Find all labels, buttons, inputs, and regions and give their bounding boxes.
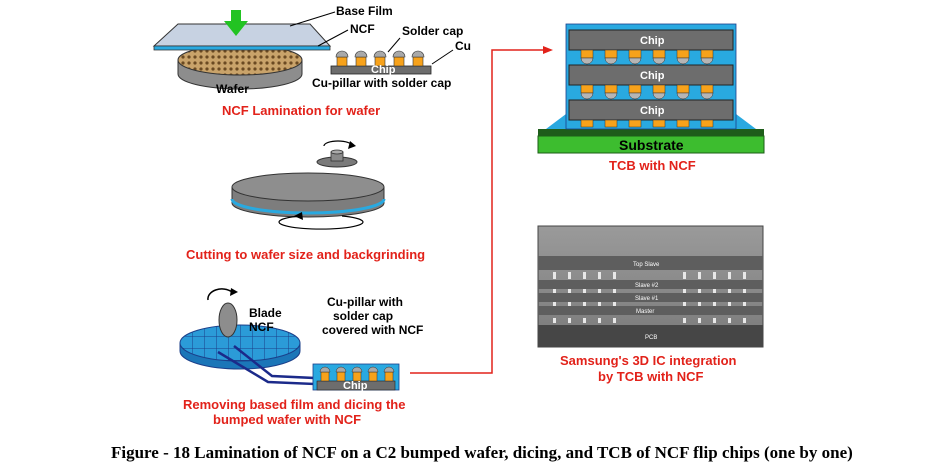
- flow-arrow: [410, 46, 553, 374]
- panel-backgrinding: Cutting to wafer size and backgrinding: [186, 140, 425, 262]
- cu-label: Cu: [455, 39, 471, 53]
- sem-micrograph: Top Slave Slave #2 Slave #1 Master PCB S…: [537, 225, 764, 384]
- caption-tcb: TCB with NCF: [609, 158, 696, 173]
- stack-chip-bottom: Chip: [568, 99, 734, 121]
- base-film-label: Base Film: [336, 4, 393, 18]
- svg-text:Master: Master: [636, 309, 654, 315]
- covered-label-line1: Cu-pillar with: [327, 295, 403, 309]
- svg-text:Top Slave: Top Slave: [633, 262, 660, 268]
- blade-label: Blade: [249, 306, 282, 320]
- svg-text:Slave #1: Slave #1: [635, 296, 659, 302]
- diced-wafer-illustration: [179, 324, 301, 370]
- panel-ncf-lamination: Base Film NCF Wafer Chip: [152, 4, 471, 118]
- wafer-backgrind-illustration: [230, 172, 386, 230]
- substrate-label: Substrate: [619, 137, 684, 153]
- solder-cap-label: Solder cap: [402, 24, 463, 38]
- chip-label: Chip: [371, 64, 396, 76]
- ncf-label-dicing: NCF: [249, 320, 274, 334]
- ncf-covered-chip-cross-section: Chip: [312, 363, 400, 392]
- covered-label-line2: solder cap: [333, 309, 393, 323]
- svg-text:Slave #2: Slave #2: [635, 283, 659, 289]
- caption-micrograph-line2: by TCB with NCF: [598, 369, 703, 384]
- wafer-label: Wafer: [216, 82, 249, 96]
- tcb-stack-diagram: Substrate Chip Chip Chip TCB with NCF: [537, 23, 765, 173]
- base-film-sheet: [152, 23, 332, 51]
- bumped-chip-cross-section: Chip: [330, 50, 432, 76]
- caption-ncf-lamination: NCF Lamination for wafer: [222, 103, 380, 118]
- caption-dicing-line2: bumped wafer with NCF: [213, 412, 361, 427]
- caption-backgrinding: Cutting to wafer size and backgrinding: [186, 247, 425, 262]
- press-arrow-icon: [224, 10, 248, 36]
- caption-micrograph-line1: Samsung's 3D IC integration: [560, 353, 737, 368]
- ncf-label: NCF: [350, 22, 375, 36]
- chip-label-dicing: Chip: [343, 380, 368, 392]
- svg-text:Chip: Chip: [640, 35, 665, 47]
- figure-caption: Figure - 18 Lamination of NCF on a C2 bu…: [111, 443, 853, 462]
- grinding-wheel-illustration: [316, 140, 358, 168]
- stack-chip-top: Chip: [568, 29, 734, 51]
- stack-chip-middle: Chip: [568, 64, 734, 86]
- svg-text:PCB: PCB: [645, 335, 657, 341]
- svg-text:Chip: Chip: [640, 70, 665, 82]
- svg-text:Chip: Chip: [640, 105, 665, 117]
- covered-label-line3: covered with NCF: [322, 323, 423, 337]
- blade-icon: [207, 288, 238, 338]
- panel-dicing: Blade NCF Chip Cu-pillar with: [179, 288, 423, 427]
- caption-dicing-line1: Removing based film and dicing the: [183, 397, 405, 412]
- cu-pillar-label: Cu-pillar with solder cap: [312, 76, 451, 90]
